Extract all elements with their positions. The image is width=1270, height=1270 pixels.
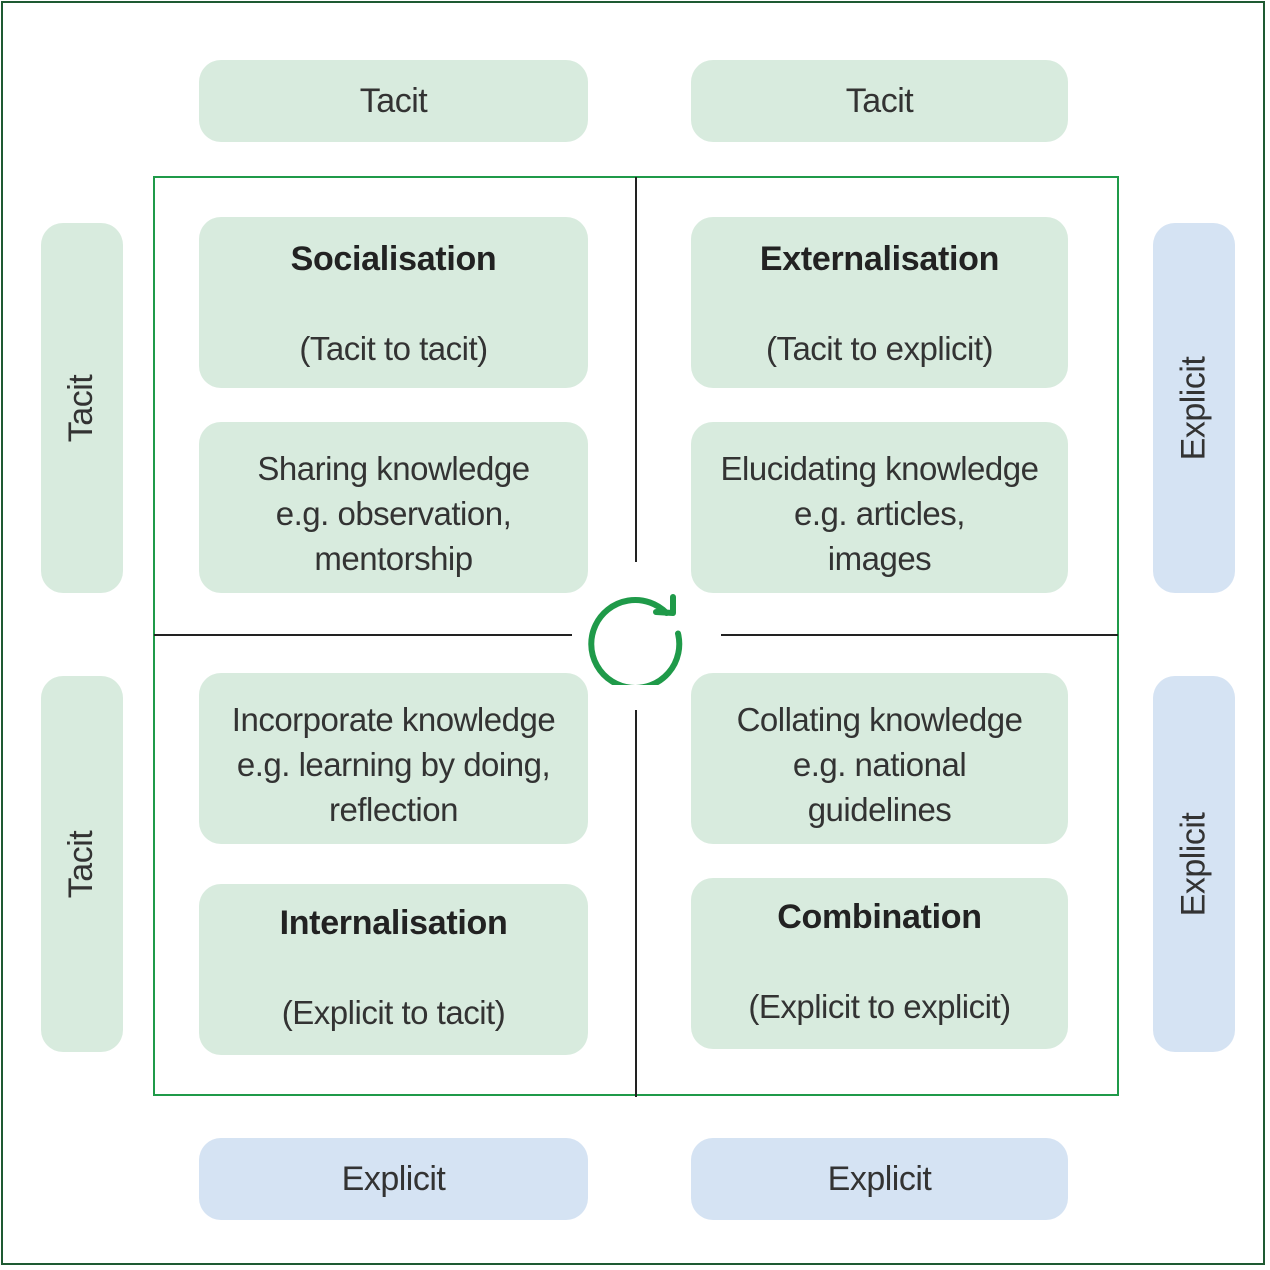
combination-description-line: guidelines: [807, 791, 952, 828]
externalisation-description-line: e.g. articles,: [794, 495, 965, 532]
socialisation-description-line: mentorship: [314, 540, 473, 577]
combination-title: Combination: [777, 898, 982, 936]
internalisation-title-box: Internalisation (Explicit to tacit): [199, 884, 588, 1055]
right-label-bottom: Explicit: [1153, 676, 1235, 1052]
cycle-arrow-icon: [588, 594, 683, 685]
right-label-top: Explicit: [1153, 223, 1235, 593]
socialisation-subtitle: (Tacit to tacit): [299, 330, 488, 367]
socialisation-description: Sharing knowledge e.g. observation, ment…: [199, 446, 588, 581]
externalisation-description-line: images: [827, 540, 932, 577]
externalisation-description: Elucidating knowledge e.g. articles, ima…: [691, 446, 1068, 581]
top-label-left-text: Tacit: [359, 81, 428, 120]
externalisation-description-box: Elucidating knowledge e.g. articles, ima…: [691, 422, 1068, 593]
internalisation-title: Internalisation: [279, 904, 508, 942]
vertical-divider-bottom: [635, 710, 637, 1097]
internalisation-description-line: e.g. learning by doing,: [236, 746, 551, 783]
left-label-top: Tacit: [41, 223, 123, 593]
top-label-right-text: Tacit: [845, 81, 914, 120]
horizontal-divider-right: [721, 634, 1118, 636]
right-label-bottom-text: Explicit: [1174, 812, 1213, 916]
socialisation-title: Socialisation: [290, 240, 497, 278]
internalisation-description-line: Incorporate knowledge: [231, 701, 556, 738]
socialisation-description-box: Sharing knowledge e.g. observation, ment…: [199, 422, 588, 593]
socialisation-description-line: e.g. observation,: [275, 495, 512, 532]
combination-description-box: Collating knowledge e.g. national guidel…: [691, 673, 1068, 844]
cycle-arrow-arc: [588, 597, 683, 685]
combination-description-line: Collating knowledge: [736, 701, 1023, 738]
vertical-divider-top: [635, 177, 637, 562]
socialisation-title-box: Socialisation (Tacit to tacit): [199, 217, 588, 388]
cycle-arrow-head: [653, 594, 676, 616]
combination-subtitle: (Explicit to explicit): [748, 988, 1011, 1025]
externalisation-description-line: Elucidating knowledge: [720, 450, 1039, 487]
right-label-top-text: Explicit: [1174, 356, 1213, 460]
left-label-bottom: Tacit: [41, 676, 123, 1052]
bottom-label-right: Explicit: [691, 1138, 1068, 1220]
bottom-label-left: Explicit: [199, 1138, 588, 1220]
internalisation-description: Incorporate knowledge e.g. learning by d…: [199, 697, 588, 832]
horizontal-divider-left: [154, 634, 572, 636]
left-label-top-text: Tacit: [62, 374, 101, 442]
internalisation-subtitle: (Explicit to tacit): [281, 994, 506, 1031]
socialisation-description-line: Sharing knowledge: [257, 450, 530, 487]
internalisation-description-box: Incorporate knowledge e.g. learning by d…: [199, 673, 588, 844]
top-label-right: Tacit: [691, 60, 1068, 142]
combination-description: Collating knowledge e.g. national guidel…: [691, 697, 1068, 832]
combination-title-box: Combination (Explicit to explicit): [691, 878, 1068, 1049]
bottom-label-left-text: Explicit: [341, 1159, 446, 1198]
externalisation-title: Externalisation: [759, 240, 1000, 278]
bottom-label-right-text: Explicit: [827, 1159, 932, 1198]
top-label-left: Tacit: [199, 60, 588, 142]
externalisation-subtitle: (Tacit to explicit): [765, 330, 994, 367]
internalisation-description-line: reflection: [329, 791, 458, 828]
externalisation-title-box: Externalisation (Tacit to explicit): [691, 217, 1068, 388]
combination-description-line: e.g. national: [792, 746, 967, 783]
left-label-bottom-text: Tacit: [62, 830, 101, 898]
